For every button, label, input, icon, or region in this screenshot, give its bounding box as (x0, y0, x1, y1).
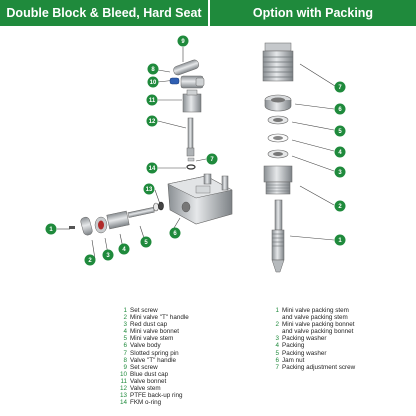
svg-text:1: 1 (49, 227, 53, 233)
callouts-left: 9 10 8 11 12 7 14 13 6 1 2 3 4 5 (45, 35, 218, 266)
exploded-assembly-diagram: 9 10 8 11 12 7 14 13 6 1 2 3 4 5 (45, 35, 346, 273)
callouts-right: 7 6 5 4 3 2 1 (334, 81, 346, 246)
part-mini-valve-t-handle (80, 216, 93, 236)
part-packing-washer-bottom (267, 149, 289, 159)
part-ptfe-back-up-ring (153, 201, 164, 212)
part-mini-valve-stem (127, 207, 155, 218)
part-packing-adjustment-screw (262, 42, 294, 82)
callout-left-10: 10 (147, 76, 159, 88)
svg-text:9: 9 (181, 39, 185, 45)
legend-row: and valve packing stem (282, 314, 348, 322)
svg-text:10: 10 (150, 80, 157, 86)
callout-right-4: 4 (334, 146, 346, 158)
part-valve-stem (186, 117, 195, 157)
header-left-title: Double Block & Bleed, Hard Seat (0, 0, 208, 26)
svg-text:5: 5 (144, 240, 148, 246)
part-slotted-spring-pin (187, 157, 195, 162)
callout-left-13: 13 (143, 183, 155, 195)
svg-text:1: 1 (338, 238, 342, 244)
part-red-dust-cap (94, 216, 108, 234)
part-valve-body (167, 173, 233, 225)
part-packing-bonnet (263, 165, 293, 195)
svg-text:7: 7 (210, 157, 214, 163)
part-valve-t-handle-bar (173, 59, 200, 76)
part-set-screw (69, 226, 75, 229)
callout-left-12: 12 (146, 115, 158, 127)
svg-text:2: 2 (338, 204, 342, 210)
callout-left-9: 9 (177, 35, 189, 47)
callout-left-14: 14 (146, 162, 158, 174)
svg-text:6: 6 (338, 107, 342, 113)
svg-text:13: 13 (146, 187, 153, 193)
callout-left-7: 7 (206, 153, 218, 165)
leader-lines-right (289, 63, 336, 241)
svg-text:4: 4 (338, 150, 342, 156)
callout-left-8: 8 (147, 63, 159, 75)
svg-text:11: 11 (149, 98, 156, 104)
part-packing (267, 133, 289, 143)
callout-right-3: 3 (334, 166, 346, 178)
callout-right-6: 6 (334, 103, 346, 115)
svg-text:12: 12 (149, 119, 156, 125)
svg-text:6: 6 (173, 231, 177, 237)
part-blue-dust-cap (169, 77, 180, 85)
callout-left-4: 4 (118, 243, 130, 255)
part-packing-stem (271, 199, 285, 273)
svg-text:8: 8 (151, 67, 155, 73)
callout-right-5: 5 (334, 125, 346, 137)
svg-text:7: 7 (338, 85, 342, 91)
callout-right-1: 1 (334, 234, 346, 246)
header-right-title: Option with Packing (210, 0, 416, 26)
svg-text:2: 2 (88, 258, 92, 264)
part-valve-bonnet (182, 89, 202, 113)
svg-text:4: 4 (122, 247, 126, 253)
part-fkm-o-ring (186, 164, 196, 170)
callout-left-1: 1 (45, 223, 57, 235)
legend-row: and valve packing bonnet (282, 328, 354, 336)
svg-text:3: 3 (106, 253, 110, 259)
part-jam-nut (264, 94, 292, 112)
callout-left-6: 6 (169, 227, 181, 239)
svg-text:14: 14 (149, 166, 156, 172)
svg-text:3: 3 (338, 170, 342, 176)
part-mini-valve-bonnet (106, 210, 130, 230)
svg-text:5: 5 (338, 129, 342, 135)
header-divider (208, 0, 210, 26)
part-packing-washer-top (267, 115, 289, 125)
callout-right-7: 7 (334, 81, 346, 93)
part-valve-t-handle (180, 75, 205, 89)
callout-left-11: 11 (146, 94, 158, 106)
callout-right-2: 2 (334, 200, 346, 212)
callout-left-2: 2 (84, 254, 96, 266)
callout-left-3: 3 (102, 249, 114, 261)
callout-left-5: 5 (140, 236, 152, 248)
